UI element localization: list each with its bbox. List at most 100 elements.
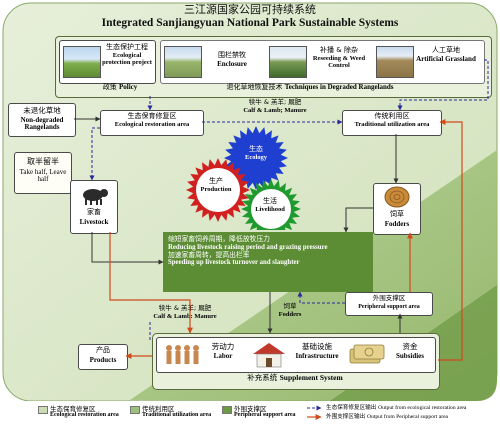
take-half-cn: 取半留半	[27, 157, 59, 166]
arrow-supplement-trad	[438, 119, 463, 361]
strategy-line2-cn: 加速家畜周转，提高出栏率	[168, 250, 250, 259]
fodders-box: 饲草 Fodders	[373, 183, 421, 235]
legend-eco-swatch	[38, 406, 48, 414]
legend-eco-en: Ecological restoration area	[50, 412, 119, 418]
calf-manure-bottom-cn: 犊牛 & 羔羊; 厩肥	[158, 304, 212, 312]
traditional-area-cn: 传统利用区	[374, 112, 410, 120]
techniques-cn: 退化草地恢复技术	[226, 83, 283, 91]
legend-peri-cn: 外围支撑区	[234, 405, 267, 413]
livestock-en: Livestock	[79, 218, 109, 226]
labor-en: Labor	[213, 352, 233, 360]
title-en: Integrated Sanjiangyuan National Park Su…	[101, 17, 399, 29]
ecological-area-en: Ecological restoration area	[114, 121, 190, 128]
non-degraded-cn: 未退化草地	[23, 106, 61, 115]
calf-manure-top-en: Calf & Lamb; Manure	[243, 107, 307, 114]
traditional-area-en: Traditional utilization area	[354, 121, 430, 128]
money-icon	[349, 344, 385, 364]
hay-bale-icon	[384, 186, 410, 208]
techniques-label: 退化草地恢复技术 Techniques in Degraded Rangelan…	[160, 83, 460, 91]
arrow-eco-livestock	[89, 127, 100, 181]
legend-out-peri-cn: 外围支撑区输出	[326, 414, 366, 420]
enclosure-image	[164, 46, 202, 78]
livelihood-cn: 生活	[263, 197, 277, 205]
legend-out-eco-en: Output from ecological restoration area	[378, 405, 467, 411]
supplement-label: 补充系统 Supplement System	[156, 374, 434, 382]
reseeding-en: Reseeding & Weed Control	[312, 55, 366, 69]
legend-out-eco: 生态保育修复区输出 Output from ecological restora…	[326, 403, 466, 411]
subsidies-en: Subsidies	[395, 352, 425, 360]
arrow-peripheral-strategy	[297, 291, 345, 304]
take-half-en: Take half, Leave half	[19, 168, 67, 184]
production-circle	[196, 168, 240, 212]
policy-card: 生态保护工程 Ecological protection project	[59, 40, 156, 84]
ecology-en: Ecology	[244, 154, 268, 161]
legend-peri-swatch	[222, 406, 232, 414]
legend-trad-cn: 传统利用区	[142, 405, 175, 413]
strategy-line1-en: Reducing livestock raising period and gr…	[168, 243, 328, 251]
non-degraded-en: Non-degraded Rangelands	[20, 116, 64, 132]
reseeding-cn: 补播 & 除杂	[320, 46, 358, 54]
products-cn: 产品	[96, 346, 110, 354]
ecological-area-cn: 生态保育修复区	[127, 112, 177, 120]
supplement-card: 劳动力 Labor 基础设施 Infrastructure 资金 Subsidi…	[156, 337, 436, 373]
livestock-cn: 家畜	[87, 208, 101, 216]
ecology-cn: 生态	[249, 145, 263, 153]
supplement-en: Supplement System	[279, 373, 343, 382]
legend-trad-en: Traditional utilization area	[142, 412, 212, 418]
legend-arrow-icons	[307, 405, 322, 420]
supplement-cn: 补充系统	[247, 373, 278, 382]
legend-out-eco-cn: 生态保育修复区输出	[326, 405, 377, 411]
ecological-area-box: 生态保育修复区 Ecological restoration area	[100, 110, 204, 136]
legend-trad-swatch	[130, 406, 140, 414]
policy-en: Policy	[118, 83, 138, 91]
policy-cn: 政策	[102, 83, 117, 91]
reseeding-image	[269, 46, 307, 78]
calf-manure-bottom-en: Calf & Lamb: Manure	[153, 313, 217, 320]
production-en: Production	[200, 186, 232, 193]
artificial-grassland-cn: 人工草地	[432, 46, 460, 54]
enclosure-cn: 围栏禁牧	[218, 51, 246, 59]
fodders-flow-cn: 饲草	[283, 302, 297, 310]
policy-item-cn: 生态保护工程	[106, 43, 148, 51]
labor-icon	[166, 345, 199, 364]
peripheral-area-cn: 外围支撑区	[372, 294, 406, 302]
ecology-circle	[234, 136, 278, 180]
techniques-en: Techniques in Degraded Rangelands	[284, 83, 394, 91]
non-degraded-box: 未退化草地 Non-degraded Rangelands	[8, 103, 76, 137]
arrow-livestock-supplement	[109, 232, 193, 334]
fodders-box-cn: 饲草	[390, 210, 404, 218]
artificial-grassland-image	[376, 46, 414, 78]
strategy-line2-en: Speeding up livestock turnover and slaug…	[168, 259, 300, 267]
products-box: 产品 Products	[78, 344, 128, 370]
legend-eco-cn: 生态保育修复区	[50, 405, 96, 413]
production-cn: 生产	[209, 177, 223, 185]
fodders-box-en: Fodders	[384, 220, 410, 228]
policy-image	[63, 46, 101, 78]
peripheral-area-en: Peripheral support area	[358, 304, 420, 310]
three-circles	[186, 126, 301, 230]
legend-out-peri-en: Output from Peripheral support area	[366, 414, 449, 420]
labor-cn: 劳动力	[211, 342, 235, 351]
products-en: Products	[89, 356, 117, 364]
livelihood-en: Livelihood	[255, 206, 285, 213]
arrow-livestock-strategy	[91, 232, 164, 265]
take-half-box: 取半留半 Take half, Leave half	[14, 152, 72, 194]
infrastructure-en: Infrastructure	[295, 352, 339, 360]
enclosure-en: Enclosure	[217, 60, 247, 68]
peripheral-area-box: 外围支撑区 Peripheral support area	[345, 292, 433, 316]
legend-out-peri: 外围支撑区输出 Output from Peripheral support a…	[326, 412, 448, 420]
artificial-grassland-en: Artificial Grassland	[416, 55, 476, 63]
livelihood-circle	[251, 189, 291, 229]
techniques-card: 围栏禁牧 Enclosure 补播 & 除杂 Reseeding & Weed …	[160, 40, 485, 84]
calf-manure-top-cn: 犊牛 & 羔羊; 厩肥	[248, 98, 302, 106]
strategy-text: 缩短家畜饲养周期，降低放牧压力 Reducing livestock raisi…	[168, 235, 372, 267]
title-cn: 三江源国家公园可持续系统	[184, 3, 316, 16]
infrastructure-cn: 基础设施	[302, 342, 332, 351]
policy-item-en: Ecological protection project	[102, 52, 152, 66]
yak-icon	[83, 189, 108, 205]
policy-label: 政策 Policy	[90, 83, 150, 91]
livestock-box: 家畜 Livestock	[70, 180, 118, 234]
arrow-fodders-strategy	[343, 207, 373, 233]
